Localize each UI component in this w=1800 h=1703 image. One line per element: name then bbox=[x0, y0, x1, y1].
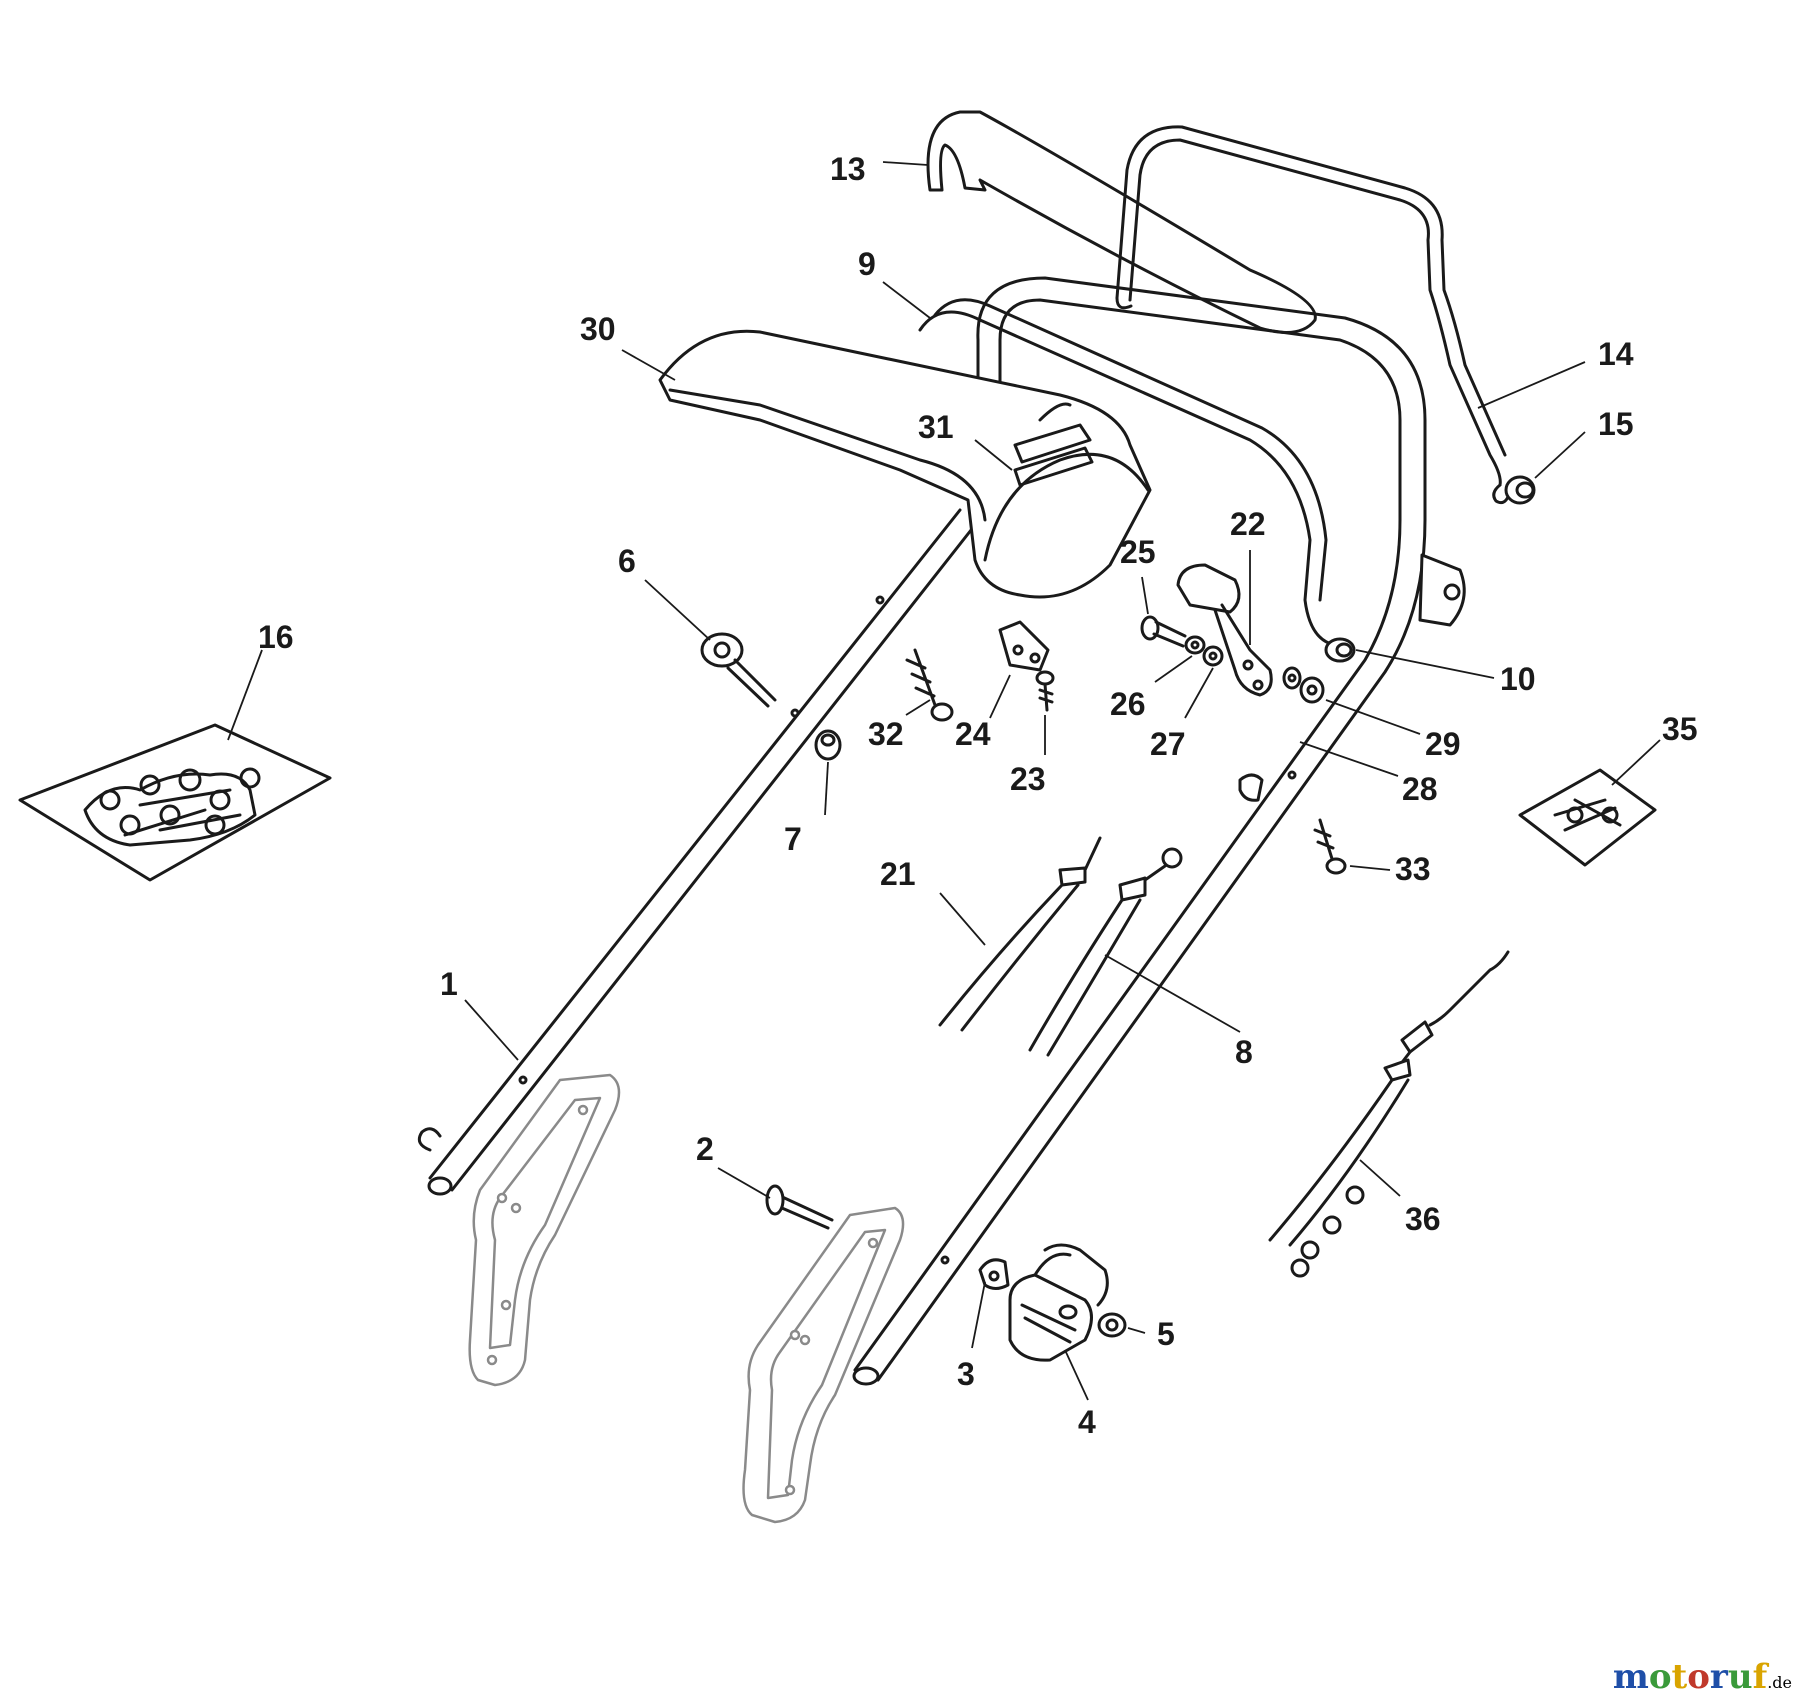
cable-guide-rod bbox=[918, 298, 1337, 647]
washer-27 bbox=[1202, 645, 1224, 667]
callout-22: 22 bbox=[1230, 506, 1266, 542]
watermark-letter: m bbox=[1612, 1657, 1649, 1697]
watermark-letter: o bbox=[1648, 1657, 1672, 1697]
washer-28 bbox=[1282, 666, 1302, 690]
watermark-text: motoruf bbox=[1613, 1657, 1767, 1697]
callout-6: 6 bbox=[618, 543, 636, 579]
hardware-bag-16 bbox=[18, 723, 332, 882]
callout-25: 25 bbox=[1120, 534, 1156, 570]
callout-33: 33 bbox=[1395, 851, 1431, 887]
control-console bbox=[658, 329, 1152, 599]
handle-upper-tube bbox=[852, 276, 1466, 1386]
callout-27: 27 bbox=[1150, 726, 1186, 762]
handle-lower-tube bbox=[417, 508, 977, 1196]
watermark-letter: f bbox=[1752, 1657, 1768, 1697]
callout-4: 4 bbox=[1078, 1404, 1096, 1440]
callout-5: 5 bbox=[1157, 1316, 1175, 1352]
top-grip-bar bbox=[926, 110, 1317, 334]
bushing-10 bbox=[1324, 637, 1356, 663]
callout-1: 1 bbox=[440, 966, 458, 1002]
cable-8 bbox=[1028, 847, 1183, 1057]
cable-clip-bracket bbox=[1238, 773, 1264, 802]
nut-5 bbox=[1097, 1312, 1127, 1338]
callout-14: 14 bbox=[1598, 336, 1634, 372]
clip-24 bbox=[998, 620, 1050, 672]
end-cap-15 bbox=[1504, 475, 1536, 505]
callout-31: 31 bbox=[918, 409, 954, 445]
callout-8: 8 bbox=[1235, 1034, 1253, 1070]
callout-28: 28 bbox=[1402, 771, 1438, 807]
callout-21: 21 bbox=[880, 856, 916, 892]
callout-labels: 1 2 3 4 5 6 7 8 9 10 13 14 15 16 21 22 2… bbox=[258, 151, 1698, 1440]
callout-36: 36 bbox=[1405, 1201, 1441, 1237]
callout-3: 3 bbox=[957, 1356, 975, 1392]
washer-3 bbox=[978, 1258, 1010, 1290]
washer-26 bbox=[1184, 635, 1206, 655]
watermark-letter: u bbox=[1727, 1657, 1753, 1697]
watermark-letter: t bbox=[1671, 1657, 1688, 1697]
screw-32 bbox=[905, 648, 954, 722]
callout-2: 2 bbox=[696, 1131, 714, 1167]
eye-bolt-6 bbox=[700, 632, 777, 708]
callout-7: 7 bbox=[784, 821, 802, 857]
bolt-2 bbox=[765, 1184, 834, 1230]
left-side-bracket bbox=[468, 1073, 621, 1387]
throttle-lever-22 bbox=[1176, 563, 1273, 697]
nut-29 bbox=[1299, 676, 1325, 704]
callout-35: 35 bbox=[1662, 711, 1698, 747]
callout-30: 30 bbox=[580, 311, 616, 347]
cable-36 bbox=[1268, 950, 1510, 1278]
hardware-bag-35 bbox=[1518, 768, 1657, 867]
callout-23: 23 bbox=[1010, 761, 1046, 797]
callout-10: 10 bbox=[1500, 661, 1536, 697]
bolt-25 bbox=[1140, 615, 1187, 648]
callout-16: 16 bbox=[258, 619, 294, 655]
callout-24: 24 bbox=[955, 716, 991, 752]
handle-knob-4 bbox=[1008, 1243, 1109, 1362]
nut-7 bbox=[814, 729, 842, 761]
cable-21 bbox=[938, 836, 1102, 1032]
callout-32: 32 bbox=[868, 716, 904, 752]
screw-33 bbox=[1313, 818, 1347, 875]
watermark-letter: r bbox=[1709, 1657, 1728, 1697]
screw-23 bbox=[1035, 670, 1055, 712]
callout-9: 9 bbox=[858, 246, 876, 282]
right-side-bracket bbox=[742, 1206, 905, 1524]
callout-29: 29 bbox=[1425, 726, 1461, 762]
bail-lever-rod bbox=[1115, 125, 1512, 505]
watermark-logo: motoruf.de bbox=[1612, 1657, 1792, 1697]
watermark-letter: o bbox=[1687, 1657, 1710, 1697]
callout-15: 15 bbox=[1598, 406, 1634, 442]
leader-lines bbox=[227, 161, 1661, 1401]
callout-13: 13 bbox=[830, 151, 866, 187]
callout-26: 26 bbox=[1110, 686, 1146, 722]
